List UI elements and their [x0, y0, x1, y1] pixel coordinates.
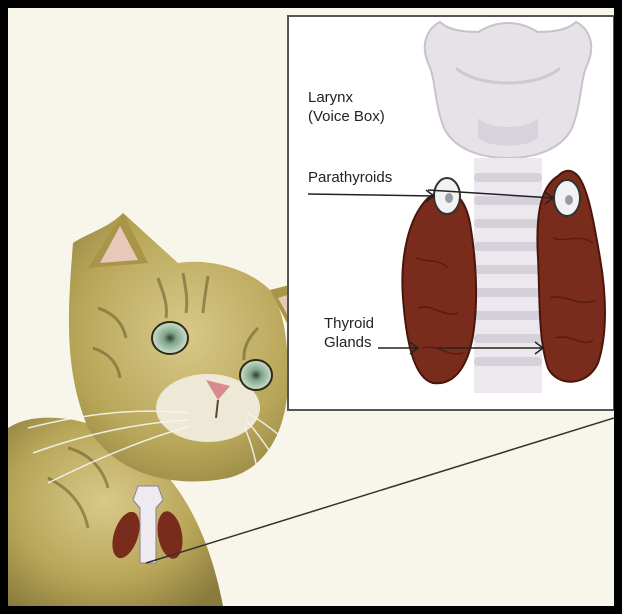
illustration-frame: Larynx (Voice Box) Parathyroids Thyroid …: [8, 8, 614, 606]
label-thyroid-line2: Glands: [324, 333, 374, 352]
cat-right-eye: [240, 360, 272, 390]
cat-illustration: [8, 213, 326, 606]
label-larynx: Larynx (Voice Box): [308, 88, 385, 126]
label-larynx-line1: Larynx: [308, 88, 385, 107]
cat-left-eye: [152, 322, 188, 354]
label-parathyroids: Parathyroids: [308, 168, 392, 187]
thyroid-left-lobe: [402, 191, 476, 383]
label-larynx-line2: (Voice Box): [308, 107, 385, 126]
label-thyroid-line1: Thyroid: [324, 314, 374, 333]
label-thyroid: Thyroid Glands: [324, 314, 374, 352]
parathyroid-right: [554, 180, 580, 216]
parathyroid-left: [434, 178, 460, 214]
